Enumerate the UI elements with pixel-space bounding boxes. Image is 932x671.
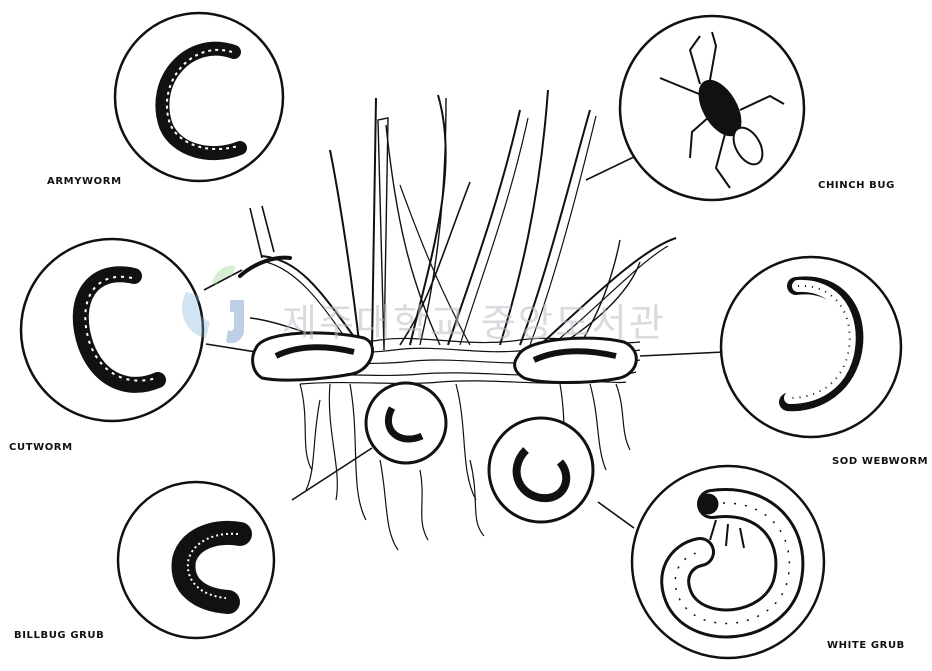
label-white-grub: WHITE GRUB [827,640,905,651]
watermark-text: 제주대학교 중앙도서관 [282,292,666,347]
connector-armyworm-2 [262,206,274,252]
armyworm-circle [115,13,283,181]
billbug-grub-circle [118,482,274,638]
soil-circle-white-grub [489,418,593,522]
white-grub-circle [632,466,824,658]
connector-armyworm [250,208,262,258]
label-chinch-bug: CHINCH BUG [818,180,895,191]
cutworm-circle [21,239,203,421]
connector-cutworm-2 [206,344,256,352]
connector-chinch [586,156,636,180]
connector-white [598,502,634,528]
connector-sod [640,352,724,356]
label-billbug-grub: BILLBUG GRUB [14,630,104,641]
soil-circle-billbug [366,383,446,463]
label-cutworm: CUTWORM [9,442,73,453]
label-armyworm: ARMYWORM [47,176,122,187]
connector-billbug [292,448,372,500]
chinch-bug-circle [620,16,804,200]
sod-webworm-circle [721,257,901,437]
label-sod-webworm: SOD WEBWORM [832,456,928,467]
